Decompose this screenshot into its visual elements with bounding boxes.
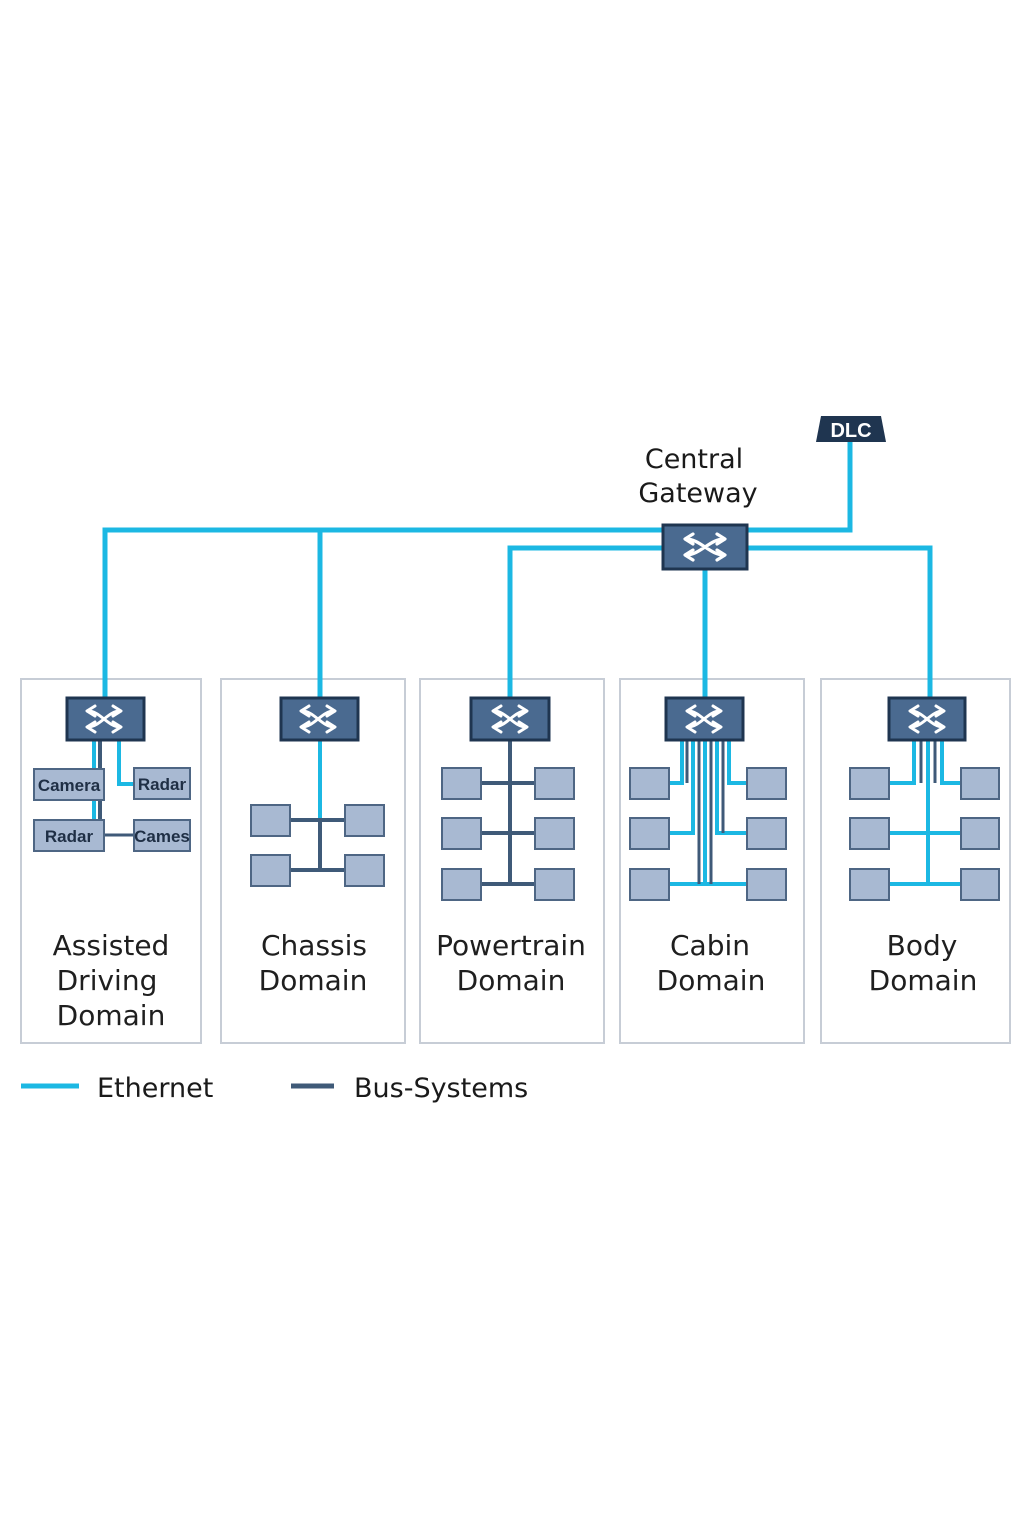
switch-chassis <box>279 696 360 742</box>
legend-ethernet-label: Ethernet <box>97 1073 213 1104</box>
domain-label-body-1: Body <box>887 929 958 962</box>
body-bus-accents <box>919 740 937 783</box>
powertrain-ecu-3 <box>441 817 482 850</box>
cabin-ecu-5 <box>629 868 670 901</box>
cabin-link-3 <box>669 740 695 835</box>
domain-labels: Assisted Driving Domain Chassis Domain P… <box>53 929 978 1032</box>
ad-ethernet-right <box>117 740 134 786</box>
body-link-1 <box>889 740 916 785</box>
switch-cabin <box>664 696 745 742</box>
switch-powertrain <box>469 696 551 742</box>
switch-crossed-arrows-icon <box>685 704 723 734</box>
ecu-radar-bottom <box>33 819 105 852</box>
domain-label-powertrain-2: Domain <box>457 964 566 997</box>
powertrain-ecu-6 <box>534 868 575 901</box>
powertrain-bus <box>481 740 535 886</box>
body-ecu-4 <box>960 817 1000 850</box>
legend: Ethernet Bus-Systems <box>21 1073 528 1104</box>
cabin-ecus <box>629 767 787 901</box>
domain-label-chassis-2: Domain <box>259 964 368 997</box>
legend-bus-label: Bus-Systems <box>354 1073 528 1104</box>
ethernet-link-body <box>746 545 933 698</box>
cabin-ecu-3 <box>629 817 670 850</box>
cabin-link-2 <box>727 740 747 785</box>
body-link-2 <box>940 740 961 785</box>
dlc-label: DLC <box>830 420 871 442</box>
domain-switches <box>65 696 967 742</box>
body-ecu-1 <box>849 767 890 800</box>
cabin-link-1 <box>669 740 684 785</box>
powertrain-ecu-2 <box>534 767 575 800</box>
switch-body <box>887 696 967 742</box>
switch-box <box>279 696 360 742</box>
ethernet-backbone <box>102 440 933 698</box>
powertrain-ecu-5 <box>441 868 482 901</box>
cabin-ecu-2 <box>746 767 787 800</box>
ecu-radar-bottom-label: Radar <box>45 827 94 846</box>
chassis-ecu-3 <box>250 854 291 887</box>
chassis-ecu-4 <box>344 854 385 887</box>
powertrain-ecus <box>441 767 575 901</box>
domain-label-powertrain-1: Powertrain <box>436 929 586 962</box>
ethernet-link-powertrain <box>507 545 664 698</box>
body-links <box>889 740 961 886</box>
ethernet-link-dlc-top <box>102 440 853 698</box>
switch-crossed-arrows-icon <box>299 704 337 734</box>
assisted-driving-ecus: Camera Radar Radar Cames <box>33 767 191 852</box>
gateway-label-line2: Gateway <box>638 478 757 509</box>
domain-label-assisted-1: Assisted <box>53 929 170 962</box>
ecu-camera-label: Camera <box>38 776 101 795</box>
domain-label-cabin-2: Domain <box>657 964 766 997</box>
central-gateway-box <box>661 523 749 571</box>
domain-label-assisted-2: Driving <box>57 964 158 997</box>
dlc-shape <box>816 416 886 442</box>
body-ecu-2 <box>960 767 1000 800</box>
cabin-ecu-1 <box>629 767 670 800</box>
body-ecu-5 <box>849 868 890 901</box>
ecu-radar-top-label: Radar <box>138 775 187 794</box>
chassis-ecus <box>250 804 385 887</box>
domain-label-cabin-1: Cabin <box>670 929 750 962</box>
chassis-bus <box>290 740 345 872</box>
chassis-ecu-2 <box>344 804 385 837</box>
switch-assisted-driving <box>65 696 146 742</box>
cabin-ecu-6 <box>746 868 787 901</box>
gateway-label-line1: Central <box>645 444 743 475</box>
domain-label-chassis-1: Chassis <box>261 929 367 962</box>
cabin-bus-accents <box>685 740 725 884</box>
body-ecus <box>849 767 1000 901</box>
domain-label-assisted-3: Domain <box>57 999 166 1032</box>
dlc-connector: DLC <box>816 416 886 442</box>
ecu-camera <box>33 768 105 801</box>
powertrain-ecu-1 <box>441 767 482 800</box>
switch-crossed-arrows-icon <box>908 704 946 734</box>
chassis-ecu-1 <box>250 804 291 837</box>
domain-label-body-2: Domain <box>869 964 978 997</box>
ecu-cames <box>133 819 191 852</box>
ecu-cames-label: Cames <box>134 827 190 846</box>
powertrain-ecu-4 <box>534 817 575 850</box>
ecu-radar-top <box>133 767 191 800</box>
switch-crossed-arrows-icon <box>85 704 123 734</box>
body-ecu-6 <box>960 868 1000 901</box>
switch-crossed-arrows-icon <box>683 532 727 562</box>
cabin-ecu-4 <box>746 817 787 850</box>
switch-crossed-arrows-icon <box>491 704 529 734</box>
body-ecu-3 <box>849 817 890 850</box>
central-gateway-switch <box>661 523 749 571</box>
cabin-link-4 <box>715 740 747 835</box>
